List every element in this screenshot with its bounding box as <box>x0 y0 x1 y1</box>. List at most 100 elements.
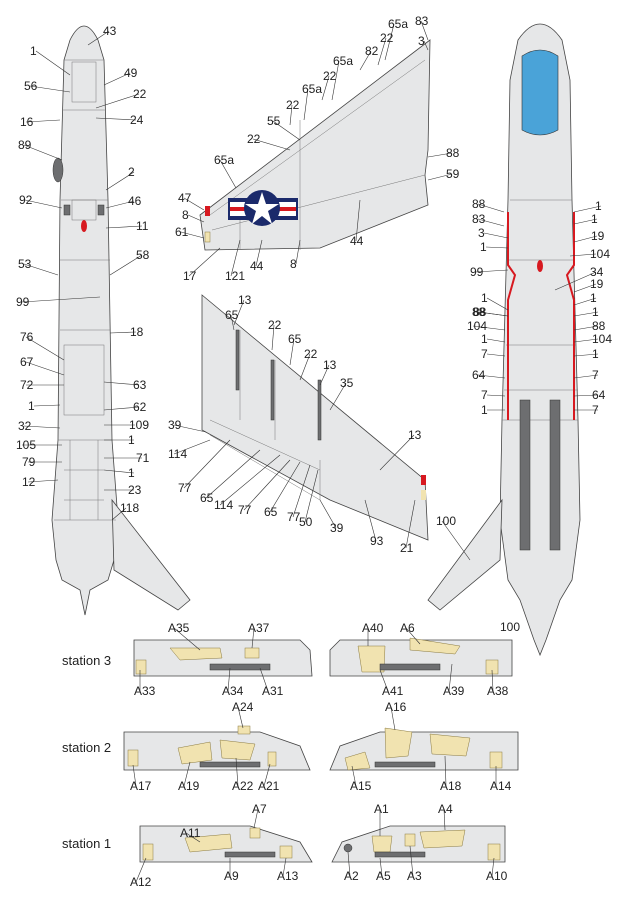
callout-number: 105 <box>16 438 36 452</box>
leader-line <box>109 331 137 334</box>
fuselage-bottom-view <box>427 23 581 657</box>
leader-line <box>477 203 505 213</box>
leader-line <box>448 663 453 692</box>
callout-number: 7 <box>481 347 488 361</box>
station-3-left <box>133 639 313 677</box>
callout-number: 1 <box>28 399 35 413</box>
leader-line <box>187 214 205 223</box>
leader-line <box>292 464 311 518</box>
leader-line <box>472 325 506 331</box>
callout-number: 22 <box>380 31 394 45</box>
callout-number: 65a <box>302 82 322 96</box>
leader-line <box>188 247 221 277</box>
leader-line <box>486 394 506 397</box>
leader-line <box>233 299 245 326</box>
leader-line <box>427 152 453 158</box>
callout-number: 7 <box>592 403 599 417</box>
leader-line <box>409 845 414 877</box>
stencil-callout: A34 <box>222 684 244 698</box>
callout-number: 1 <box>128 466 135 480</box>
leader-line <box>95 117 137 121</box>
stencil-callout: A19 <box>178 779 200 793</box>
callout-number: 46 <box>128 194 142 208</box>
leader-line <box>219 159 237 189</box>
leader-line <box>183 761 191 787</box>
callout-number: 65a <box>388 17 408 31</box>
leader-line <box>230 239 241 277</box>
leader-line <box>173 439 211 455</box>
leader-line <box>25 119 61 123</box>
stencil-callout: A40 <box>362 621 384 635</box>
callout-number: 22 <box>247 132 261 146</box>
leader-line <box>289 104 293 126</box>
callout-number: 35 <box>340 376 354 390</box>
leader-line <box>23 263 59 276</box>
callout-number: 104 <box>590 247 610 261</box>
leader-line <box>304 469 319 523</box>
leader-line <box>87 30 110 46</box>
leader-line <box>173 627 201 651</box>
leader-line <box>478 311 509 317</box>
leader-line <box>329 382 347 411</box>
leader-line <box>355 199 361 242</box>
leader-line <box>475 269 509 273</box>
leader-line <box>554 271 597 291</box>
callout-number: 93 <box>370 534 384 548</box>
leader-line <box>444 755 447 787</box>
callout-number: 47 <box>178 191 192 205</box>
leader-line <box>35 50 71 76</box>
leader-line <box>573 338 599 343</box>
station-title: station 1 <box>62 836 111 851</box>
leader-line <box>21 296 101 303</box>
stencil-callout: A22 <box>232 779 254 793</box>
leader-line <box>491 669 494 692</box>
callout-number: 56 <box>24 79 38 93</box>
leader-line <box>33 404 61 407</box>
stencil-callout: A38 <box>487 684 509 698</box>
callout-number: 65a <box>333 54 353 68</box>
leader-line <box>132 764 137 787</box>
leader-line <box>185 832 201 843</box>
callout-number: 3 <box>418 34 425 48</box>
leader-line <box>359 50 372 71</box>
callout-number: 50 <box>299 515 313 529</box>
callout-number: 65a <box>214 153 234 167</box>
leader-line <box>379 434 415 471</box>
callout-number: 62 <box>133 400 147 414</box>
callout-number: 23 <box>128 483 142 497</box>
callout-number: 104 <box>592 332 612 346</box>
stencil-callout: A39 <box>443 684 465 698</box>
leader-line <box>420 20 429 41</box>
callout-number: 53 <box>18 257 32 271</box>
callout-number: 100 <box>436 514 456 528</box>
callout-number: 32 <box>18 419 32 433</box>
callout-number: 19 <box>590 277 604 291</box>
leader-line <box>483 232 509 239</box>
callout-number: 88 <box>472 305 486 319</box>
leader-line <box>486 338 506 343</box>
station-2-right <box>329 727 519 771</box>
leader-line <box>331 60 340 101</box>
leader-line <box>103 469 135 474</box>
leader-line <box>390 706 396 731</box>
stencil-callout: A13 <box>277 869 299 883</box>
callout-number: 13 <box>238 293 252 307</box>
callout-number: 19 <box>591 229 605 243</box>
callout-number: 7 <box>481 388 488 402</box>
callout-number: 1 <box>480 240 487 254</box>
leader-line <box>25 361 65 376</box>
callout-number: 65 <box>225 308 239 322</box>
leader-line <box>423 40 429 51</box>
leader-line <box>573 311 599 317</box>
callout-number: 12 <box>22 475 36 489</box>
stencil-callout: A7 <box>252 802 267 816</box>
callout-number: 76 <box>20 330 34 344</box>
stencil-callout: A17 <box>130 779 152 793</box>
stencil-callout: A21 <box>258 779 280 793</box>
leader-line <box>103 381 140 386</box>
stencil-callout: A33 <box>134 684 156 698</box>
leader-line <box>27 479 59 483</box>
leader-line <box>379 857 383 877</box>
callout-number: 88 <box>473 305 487 319</box>
